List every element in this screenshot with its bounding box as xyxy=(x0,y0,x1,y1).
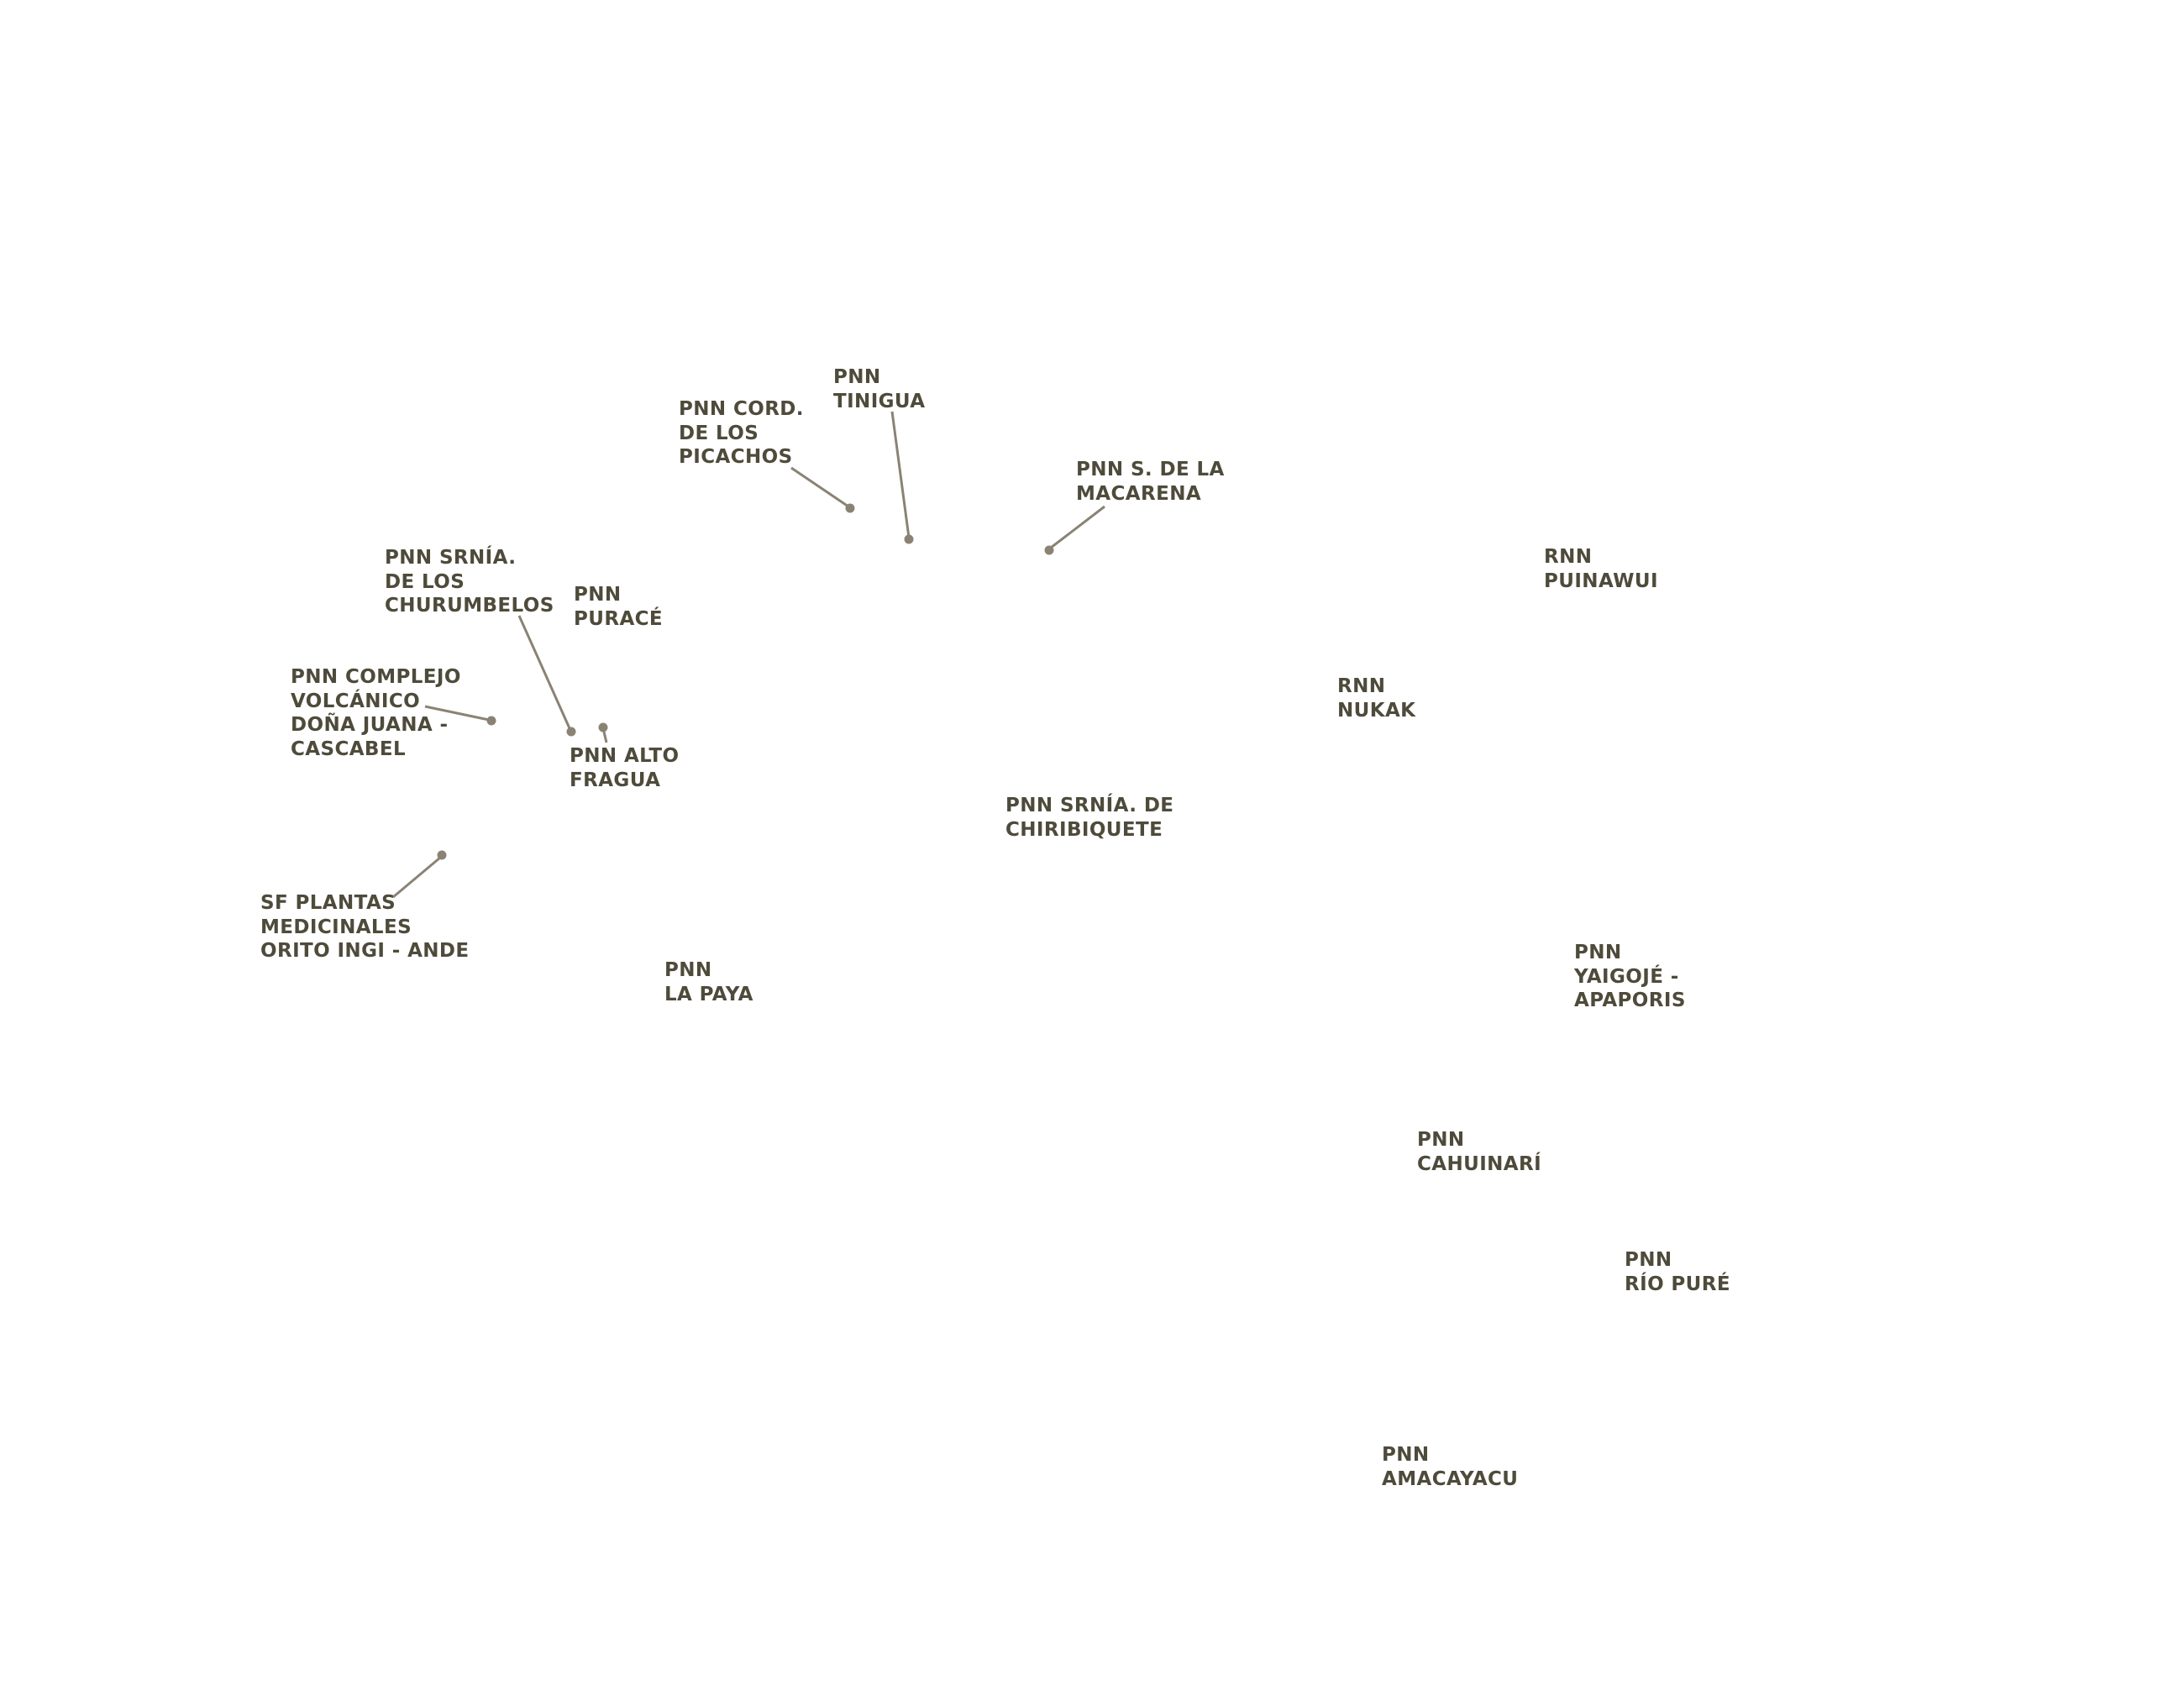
label-pnn-alto-fragua: PNN ALTO FRAGUA xyxy=(570,745,680,791)
label-sf-plantas-medicinales: SF PLANTAS MEDICINALES ORITO INGI - ANDE xyxy=(260,892,470,962)
leader-cordillera-picachos xyxy=(790,466,855,513)
leader-macarena xyxy=(1044,505,1105,555)
label-rnn-puinawui: RNN PUINAWUI xyxy=(1544,546,1658,592)
leader-tinigua xyxy=(890,411,914,544)
label-pnn-la-paya: PNN LA PAYA xyxy=(664,959,753,1005)
label-pnn-dona-juana: PNN COMPLEJO VOLCÁNICO DOÑA JUANA - CASC… xyxy=(291,666,461,760)
label-pnn-tinigua: PNN TINIGUA xyxy=(833,366,926,412)
label-pnn-churumbelos: PNN SRNÍA. DE LOS CHURUMBELOS xyxy=(385,547,554,617)
label-pnn-macarena: PNN S. DE LA MACARENA xyxy=(1076,459,1225,505)
label-pnn-yaigoje-apaporis: PNN YAIGOJÉ - APAPORIS xyxy=(1574,942,1686,1011)
leader-plantas-medicinales xyxy=(392,850,447,899)
label-pnn-cahuinari: PNN CAHUINARÍ xyxy=(1417,1129,1542,1175)
leader-alto-fragua xyxy=(598,722,608,743)
label-pnn-chiribiquete: PNN SRNÍA. DE CHIRIBIQUETE xyxy=(1005,795,1174,841)
label-rnn-nukak: RNN NUKAK xyxy=(1337,675,1416,722)
label-pnn-purace: PNN PURACÉ xyxy=(574,584,664,630)
label-pnn-amacayacu: PNN AMACAYACU xyxy=(1382,1444,1519,1490)
label-pnn-rio-pure: PNN RÍO PURÉ xyxy=(1625,1249,1730,1295)
leader-dona-juana xyxy=(424,705,496,726)
leader-churumbelos xyxy=(517,615,576,737)
label-pnn-cordillera-picachos: PNN CORD. DE LOS PICACHOS xyxy=(679,398,804,468)
